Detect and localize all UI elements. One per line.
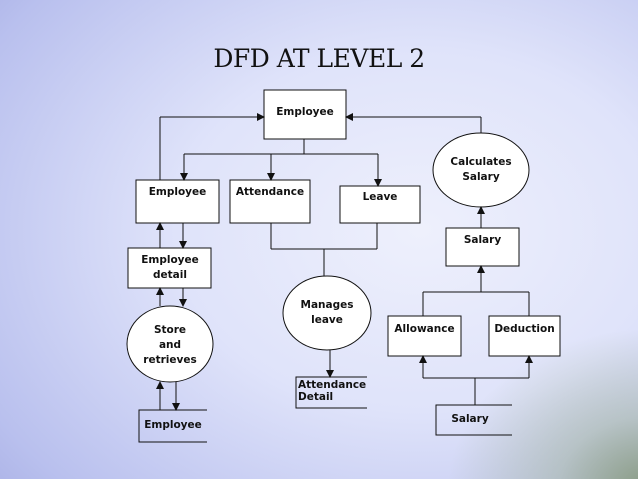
employee-label: Employee xyxy=(148,186,207,198)
store-retrieves-circle xyxy=(126,305,214,383)
salary-box xyxy=(445,227,520,267)
page-title: DFD AT LEVEL 2 xyxy=(213,44,425,73)
employee-top-label: Employee xyxy=(276,106,334,118)
store-retrieves-label: Store and retrieves xyxy=(143,324,197,366)
employee-box xyxy=(135,179,220,224)
deduction-label: Deduction xyxy=(494,323,555,335)
salary-store-shape xyxy=(435,404,512,436)
allowance-box xyxy=(387,315,462,357)
employee-bottom-label: Employee xyxy=(144,419,202,431)
employee-detail-label: Employee detail xyxy=(141,254,199,281)
manages-leave-circle xyxy=(282,275,372,351)
deduction-box xyxy=(488,315,561,357)
attendance-detail-label: Attendance Detail xyxy=(298,379,367,403)
salary-label: Salary xyxy=(463,234,502,246)
employee-detail-box xyxy=(127,247,212,289)
attendance-box xyxy=(229,179,311,224)
allowance-label: Allowance xyxy=(394,323,455,335)
salary-store-label: Salary xyxy=(451,413,489,425)
leave-label: Leave xyxy=(362,191,398,203)
attendance-label: Attendance xyxy=(235,186,305,198)
employee-top-box xyxy=(263,89,347,140)
calculates-salary-label: Calculates Salary xyxy=(450,156,512,183)
manages-leave-label: Manages leave xyxy=(300,299,354,326)
